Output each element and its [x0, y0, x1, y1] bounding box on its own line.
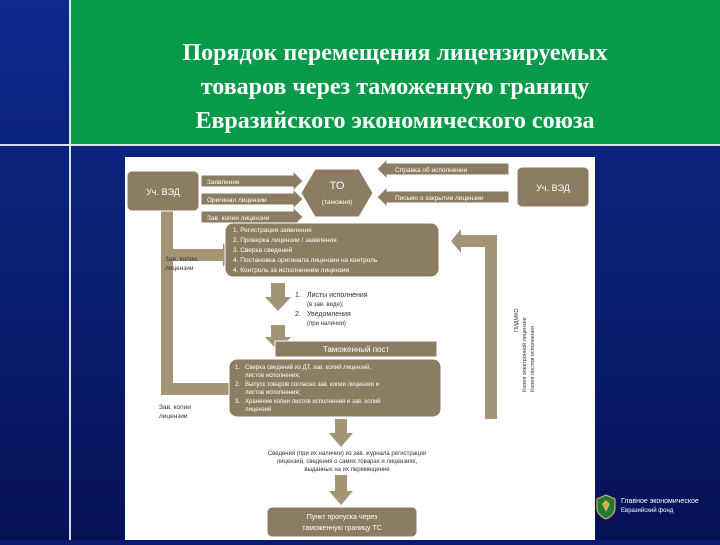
post-step: Выпуск товаров согласно зав. копии лицен…	[245, 382, 379, 388]
return-label-bottom: Зав. копии	[159, 404, 191, 411]
emblem-icon	[596, 494, 616, 520]
process-step: 2. Проверка лицензии / заявления	[233, 237, 337, 244]
title-line: товаров через таможенную границу	[200, 74, 590, 100]
participant-right-box	[516, 166, 590, 208]
label-certificate: Справка об исполнении	[395, 166, 468, 174]
middle-list-num: 1.	[295, 292, 301, 299]
customs-post-label: Таможенный пост	[323, 345, 390, 354]
arrow-right-return	[451, 229, 497, 419]
customs-post-process-box	[228, 358, 442, 418]
checkpoint-label: таможенную границу ТС	[302, 525, 382, 532]
middle-list-item: Листы исполнения	[307, 292, 368, 299]
middle-list-num: 2.	[295, 311, 301, 318]
middle-list-item-note: (в зав. виде);	[307, 302, 344, 308]
label-original-license: Оригинал лицензии	[207, 197, 267, 204]
checkpoint-box	[266, 506, 418, 538]
post-step: лицензий	[245, 406, 271, 413]
arrow-process-down	[265, 283, 291, 311]
process-step: 1. Регистрация заявления	[233, 227, 312, 234]
middle-list-item: Уведомления	[307, 311, 351, 318]
customs-office-hexagon	[300, 168, 374, 218]
arrow-left-to-process	[161, 197, 233, 267]
customs-office-title: ТО	[330, 180, 345, 192]
vertical-note: ПИДМКО	[514, 308, 520, 332]
info-text: выданных на их перемещение	[304, 467, 390, 473]
process-step: 4. Контроль за исполнением лицензии	[233, 267, 350, 274]
process-step: 4. Постановка оригинала лицензии на конт…	[233, 257, 378, 264]
title-line: Порядок перемещения лицензируемых	[182, 40, 608, 66]
participant-left-label: Уч. ВЭД	[146, 187, 180, 197]
slide-title: Порядок перемещения лицензируемых товаро…	[70, 36, 720, 138]
customs-office-subtitle: (таможня)	[322, 199, 352, 206]
diagram-panel: Заявление Оригинал лицензии Зав. копии л…	[125, 157, 595, 540]
participant-right-label: Уч. ВЭД	[536, 183, 570, 193]
arrow-application	[200, 169, 304, 193]
label-application: Заявление	[207, 179, 240, 186]
post-step: Сверка сведений из ДТ, зав. копий лиценз…	[245, 364, 371, 371]
post-step-num: 2.	[235, 382, 240, 388]
arrow-original-license	[200, 187, 304, 211]
customs-office-process-box	[224, 222, 440, 278]
return-label-top: лицензии	[165, 265, 194, 272]
vertical-rule	[69, 0, 71, 540]
arrow-post-down	[329, 419, 353, 447]
arrow-copy-license	[200, 205, 304, 229]
post-step-num: 3.	[235, 399, 240, 405]
post-step: листов исполнения;	[245, 373, 301, 379]
post-step-num: 1.	[235, 365, 240, 371]
return-label-bottom: лицензии	[159, 413, 188, 420]
return-label-top: Зав. копии	[165, 256, 197, 263]
title-line: Евразийского экономического союза	[195, 108, 595, 134]
logo-line: Евразийский фонд	[621, 508, 674, 514]
logo: Главное экономическое Евразийский фонд	[595, 494, 715, 524]
post-step: листов исполнения;	[245, 390, 301, 396]
info-text: лицензий, сведения о самих товарах и лиц…	[277, 458, 418, 465]
checkpoint-label: Пункт пропуска через	[307, 514, 377, 521]
process-step: 3. Сверка сведений	[233, 246, 293, 254]
arrow-list-down	[265, 325, 291, 351]
arrow-closing-letter	[376, 185, 510, 209]
logo-line: Главное экономическое	[621, 498, 699, 505]
diagram-svg: Заявление Оригинал лицензии Зав. копии л…	[126, 157, 590, 538]
title-bar	[70, 0, 720, 145]
vertical-note: Копия листов исполнения	[530, 326, 536, 392]
arrow-info-down	[329, 475, 353, 505]
label-copy-license: Зав. копии лицензии	[207, 215, 270, 222]
customs-post-header	[274, 340, 438, 358]
middle-list-item-note: (при наличии)	[307, 321, 346, 327]
info-text: Сведения (при их наличии) из зав. журнал…	[268, 451, 426, 457]
label-closing-letter: Письмо о закрытии лицензии	[395, 195, 484, 202]
post-step: Хранение копии листов исполнения и зав. …	[245, 398, 381, 405]
arrow-certificate	[376, 157, 510, 181]
horizontal-rule	[0, 144, 720, 146]
participant-left-box	[126, 170, 200, 212]
vertical-note: Копия электронной лицензии	[521, 317, 528, 392]
